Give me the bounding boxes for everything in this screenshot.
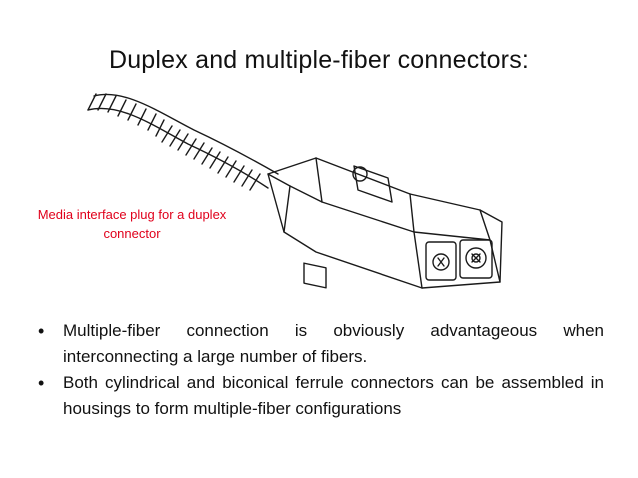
bullet-marker: • bbox=[38, 321, 45, 341]
bullet-item: • Both cylindrical and biconical ferrule… bbox=[38, 370, 604, 422]
cable-icon bbox=[93, 93, 279, 175]
bullet-marker: • bbox=[38, 373, 45, 393]
connector-housing-icon bbox=[267, 157, 503, 289]
strain-relief-icon bbox=[87, 93, 261, 191]
bullet-text: Both cylindrical and biconical ferrule c… bbox=[63, 373, 604, 418]
bullet-text: Multiple-fiber connection is obviously a… bbox=[63, 321, 604, 366]
duplex-connector-illustration bbox=[87, 93, 503, 289]
figure-caption: Media interface plug for a duplex connec… bbox=[37, 207, 227, 241]
slide-title: Duplex and multiple-fiber connectors: bbox=[108, 46, 530, 74]
bullet-item: • Multiple-fiber connection is obviously… bbox=[38, 318, 604, 370]
bullet-list: • Multiple-fiber connection is obviously… bbox=[38, 318, 604, 422]
